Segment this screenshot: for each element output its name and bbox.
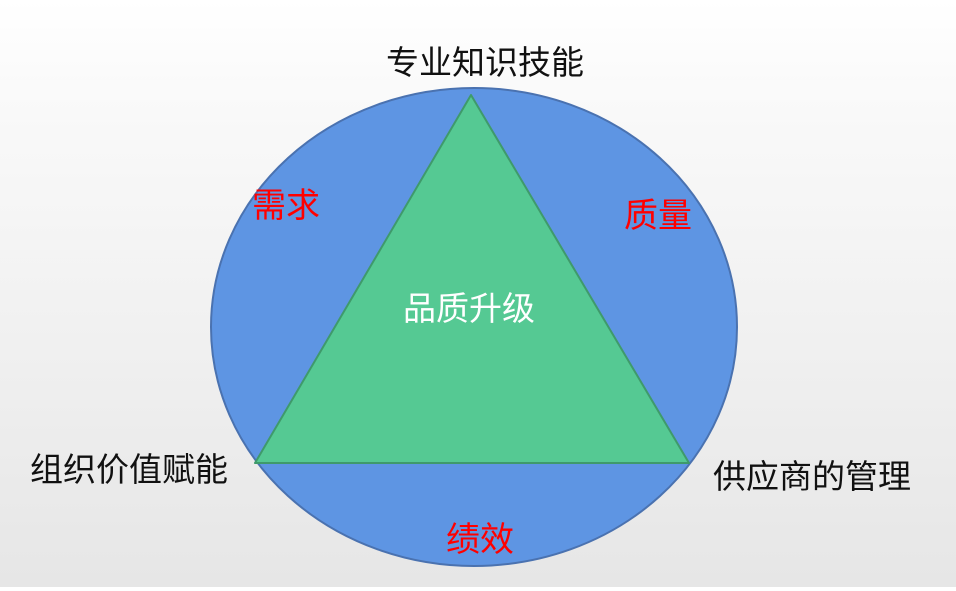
- vertex-label-top: 专业知识技能: [386, 43, 584, 82]
- edge-label-left: 需求: [252, 186, 320, 226]
- vertex-label-bottom-left: 组织价值赋能: [30, 450, 228, 489]
- edge-label-right: 质量: [624, 196, 692, 236]
- edge-label-bottom: 绩效: [446, 520, 514, 560]
- inner-triangle: [254, 94, 690, 464]
- center-label: 品质升级: [403, 289, 535, 328]
- vertex-label-bottom-right: 供应商的管理: [713, 457, 911, 496]
